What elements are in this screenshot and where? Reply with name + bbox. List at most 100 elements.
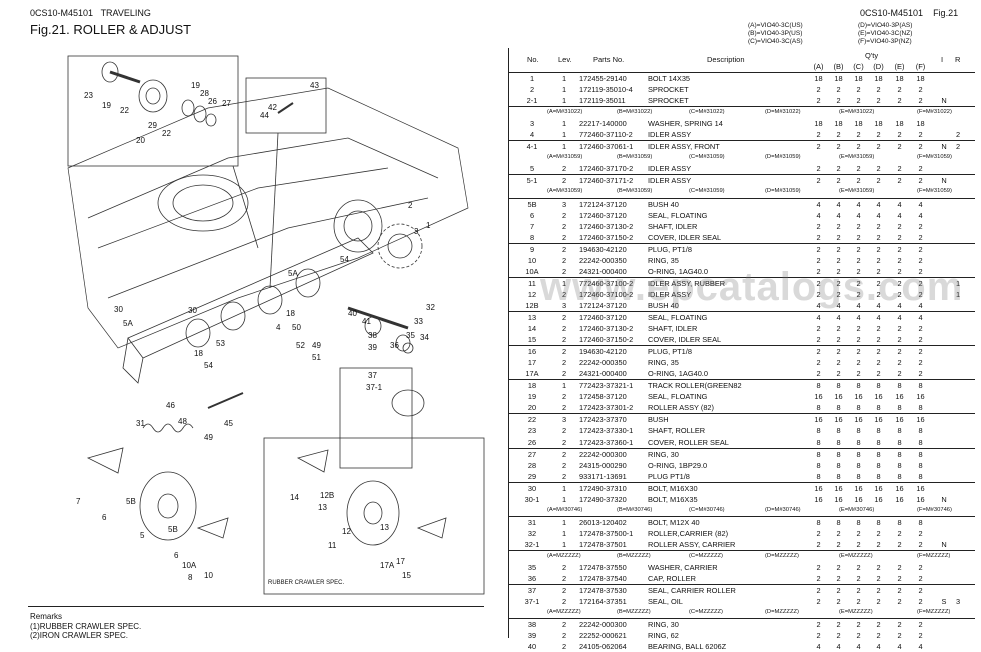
item-no: 10 — [527, 255, 537, 265]
qty-cell: 2 — [876, 244, 881, 254]
qty-cell: 8 — [897, 460, 902, 470]
qty-cell: 2 — [836, 221, 841, 231]
exploded-parts-diagram: 23 19 22 29 20 22 19 28 26 27 43 42 44 2… — [67, 55, 485, 595]
part-description: RING, 62 — [648, 631, 679, 641]
serial-note: (C=M#31059) — [689, 154, 725, 161]
callout-53a: 53 — [216, 339, 225, 348]
qty-cell: 8 — [836, 471, 841, 481]
callout-5b-b: 5B — [168, 525, 178, 534]
qty-cell: 18 — [874, 74, 883, 83]
qty-cell: 2 — [856, 289, 861, 299]
qty-cell: 8 — [876, 403, 881, 413]
part-number: 172423-37360-1 — [579, 437, 634, 447]
part-description: SHAFT, ROLLER — [648, 426, 706, 436]
interchange-flag: N — [941, 539, 947, 549]
model-f: (F)=VIO40-3P(NZ) — [858, 37, 912, 45]
part-number: 172124-37120 — [579, 199, 627, 209]
qty-cell: 16 — [814, 494, 823, 504]
qty-cell: 2 — [856, 96, 861, 106]
qty-cell: 2 — [918, 244, 923, 254]
qty-cell: 2 — [836, 620, 841, 630]
item-no: 3 — [529, 119, 535, 129]
qty-cell: 8 — [876, 517, 881, 527]
qty-cell: 4 — [876, 312, 881, 322]
qty-cell: 2 — [876, 369, 881, 379]
part-number: 172460-37150-2 — [579, 232, 634, 242]
part-description: BOLT, M16X30 — [648, 483, 698, 493]
callout-27: 27 — [222, 99, 231, 108]
qty-cell: 8 — [836, 517, 841, 527]
part-description: SHAFT, IDLER — [648, 324, 698, 334]
qty-cell: 2 — [918, 232, 923, 242]
item-level: 2 — [561, 358, 567, 368]
qty-cell: 2 — [856, 358, 861, 368]
qty-cell: 2 — [816, 96, 821, 106]
qty-cell: 2 — [897, 130, 902, 140]
part-description: WASHER, CARRIER — [648, 563, 718, 573]
item-level: 1 — [561, 130, 567, 140]
qty-cell: 2 — [816, 244, 821, 254]
callout-7: 7 — [76, 497, 81, 506]
track-roller-inset-frame — [67, 55, 239, 167]
qty-cell: 2 — [897, 586, 902, 596]
qty-cell: 16 — [814, 392, 823, 402]
bolt-inset-frame — [245, 77, 327, 134]
qty-cell: 16 — [874, 392, 883, 402]
part-description: BOLT 14X35 — [648, 74, 691, 83]
qty-cell: 2 — [876, 347, 881, 357]
col-qty: Q'ty — [865, 51, 879, 60]
item-level: 3 — [561, 199, 567, 209]
qty-cell: 2 — [816, 358, 821, 368]
item-no: 13 — [527, 312, 537, 322]
remark-ref: 1 — [955, 278, 961, 288]
qty-cell: 2 — [918, 176, 923, 186]
callout-18a: 18 — [194, 349, 203, 358]
qty-cell: 2 — [836, 586, 841, 596]
qty-cell: 2 — [876, 278, 881, 288]
qty-cell: 4 — [836, 642, 841, 652]
qty-cell: 2 — [918, 574, 923, 584]
model-b: (B)=VIO40-3P(US) — [748, 29, 803, 37]
qty-cell: 8 — [836, 460, 841, 470]
callout-49a: 49 — [312, 341, 321, 350]
qty-cell: 2 — [816, 335, 821, 345]
part-number: 172458-37120 — [579, 392, 627, 402]
item-level: 2 — [561, 620, 567, 630]
qty-cell: 2 — [897, 347, 902, 357]
qty-cell: 2 — [816, 324, 821, 334]
item-level: 2 — [561, 437, 567, 447]
item-no: 28 — [527, 460, 537, 470]
item-no: 39 — [527, 631, 537, 641]
qty-cell: 2 — [897, 164, 902, 174]
part-number: 172478-37500-1 — [579, 528, 634, 538]
item-no: 15 — [527, 335, 537, 345]
qty-cell: 2 — [856, 232, 861, 242]
callout-22b: 22 — [162, 129, 171, 138]
item-no: 31 — [527, 517, 537, 527]
part-number: 172124-37120 — [579, 300, 627, 310]
qty-cell: 2 — [836, 369, 841, 379]
part-description: O-RING, 1AG40.0 — [648, 369, 708, 379]
callout-45: 45 — [224, 419, 233, 428]
item-no: 26 — [527, 437, 537, 447]
serial-note: (D=M#30746) — [765, 506, 801, 513]
qty-cell: 16 — [916, 392, 925, 402]
qty-cell: 16 — [814, 415, 823, 425]
qty-cell: 2 — [876, 176, 881, 186]
qty-cell: 16 — [814, 483, 823, 493]
qty-cell: 2 — [918, 347, 923, 357]
part-number: 22242-000300 — [579, 449, 627, 459]
callout-32: 32 — [426, 303, 435, 312]
part-description: BEARING, BALL 6206Z — [648, 642, 727, 652]
qty-cell: 2 — [856, 164, 861, 174]
qty-cell: 2 — [876, 142, 881, 152]
qty-cell: 4 — [876, 642, 881, 652]
qty-cell: 8 — [856, 471, 861, 481]
item-no: 32-1 — [524, 539, 540, 549]
